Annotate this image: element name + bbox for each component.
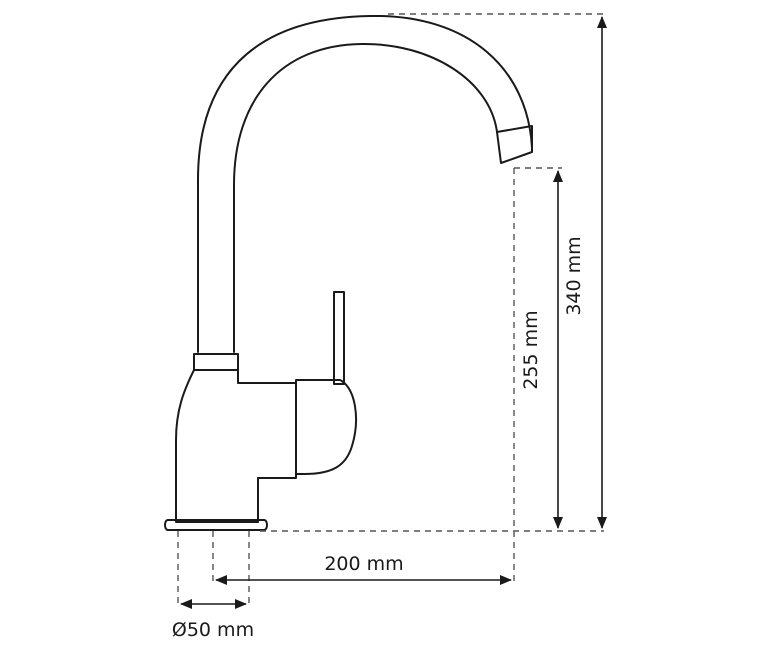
base-ring bbox=[164, 519, 268, 531]
faucet-body bbox=[175, 369, 297, 523]
spout-inner-edge bbox=[233, 42, 498, 353]
total-height-label: 340 mm bbox=[563, 236, 585, 315]
lever-stem bbox=[333, 291, 345, 385]
reach-label: 200 mm bbox=[324, 553, 403, 575]
dimension-arrows bbox=[180, 15, 607, 609]
spout-tip bbox=[496, 125, 533, 164]
spout-collar bbox=[193, 353, 239, 371]
spout-outer-edge bbox=[197, 14, 533, 353]
diameter-label: Ø50 mm bbox=[172, 619, 254, 641]
lever-cap bbox=[295, 379, 357, 475]
spout-height-label: 255 mm bbox=[520, 310, 542, 389]
extension-lines bbox=[177, 13, 604, 608]
faucet-outline bbox=[164, 14, 533, 531]
